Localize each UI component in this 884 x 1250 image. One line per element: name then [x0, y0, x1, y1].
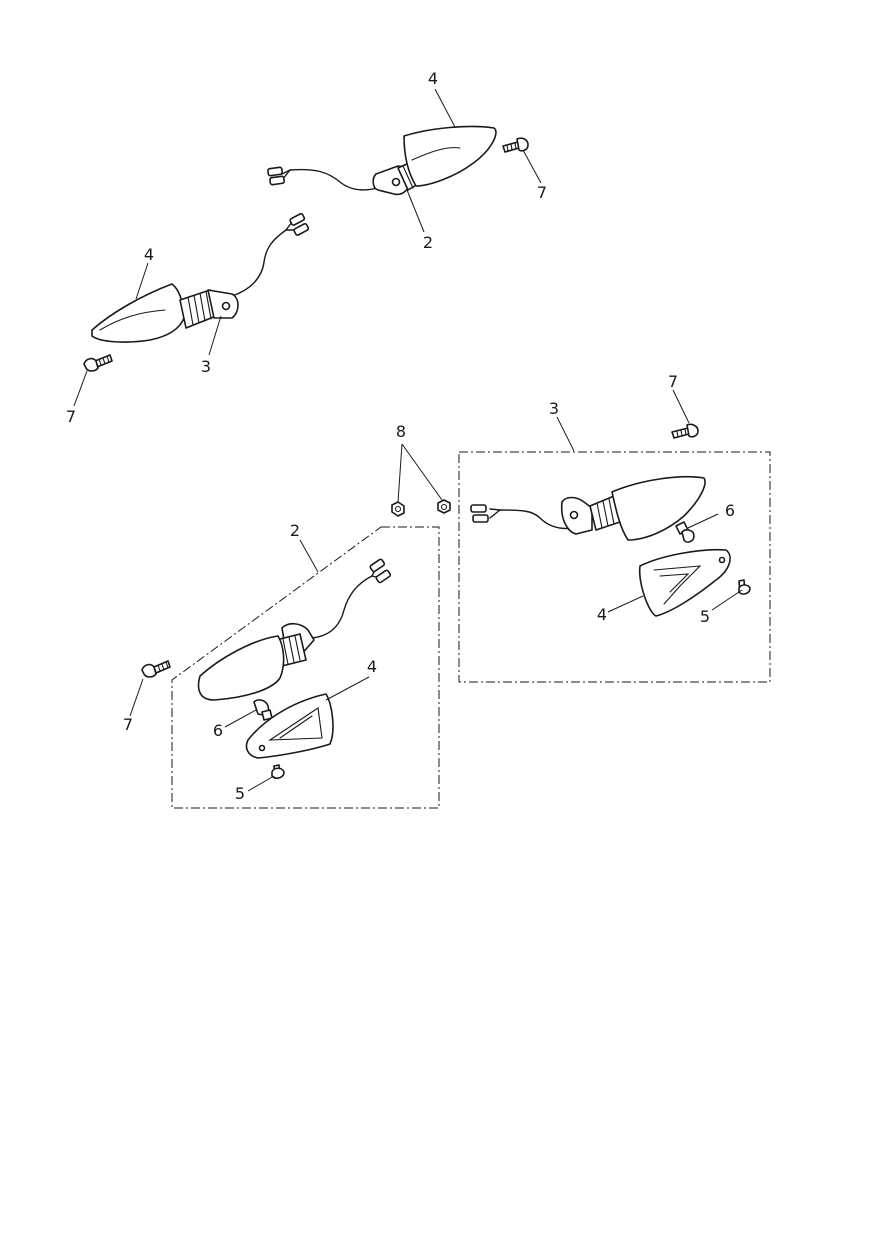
callout-kit3-label: 3 — [549, 399, 559, 418]
callout-nuts: 8 — [396, 422, 406, 441]
callout-left-lamp-body: 3 — [201, 357, 211, 376]
kit-3-outline — [458, 451, 771, 683]
callout-top-lamp-body: 2 — [423, 233, 433, 252]
callout-top-lamp-lens: 4 — [428, 69, 438, 88]
left-screw — [83, 354, 113, 372]
left-indicator-assembly — [91, 212, 310, 343]
callout-left-lamp-screw: 7 — [66, 407, 76, 426]
nut-right — [437, 499, 451, 514]
callout-kit3-bulb: 6 — [725, 501, 735, 520]
top-screw — [502, 137, 529, 153]
kit3-indicator-body — [470, 475, 706, 541]
kit3-bulb — [675, 521, 695, 543]
top-indicator-assembly — [267, 125, 497, 196]
kit3-lens-screw — [738, 579, 751, 595]
callout-kit3-lens: 4 — [597, 605, 607, 624]
kit2-screw — [141, 660, 171, 678]
callout-kit2-bulb: 6 — [213, 721, 223, 740]
callout-kit3-lens-screw: 5 — [700, 607, 710, 626]
kit2-lens — [245, 693, 334, 759]
callout-kit2-label: 2 — [290, 521, 300, 540]
kit2-bulb — [253, 699, 273, 721]
callout-kit2-lens-screw: 5 — [235, 784, 245, 803]
kit3-lens — [638, 548, 731, 617]
callout-top-lamp-screw: 7 — [537, 183, 547, 202]
kit2-indicator-body — [197, 558, 392, 701]
callout-kit3-screw: 7 — [668, 372, 678, 391]
callout-left-lamp-lens: 4 — [144, 245, 154, 264]
leader-lines — [73, 88, 743, 792]
kit3-screw — [671, 423, 699, 439]
nut-left — [391, 501, 405, 517]
callout-kit2-screw: 7 — [123, 715, 133, 734]
kit2-lens-screw — [271, 764, 285, 779]
kit-2-outline — [171, 526, 440, 809]
callout-kit2-lens: 4 — [367, 657, 377, 676]
